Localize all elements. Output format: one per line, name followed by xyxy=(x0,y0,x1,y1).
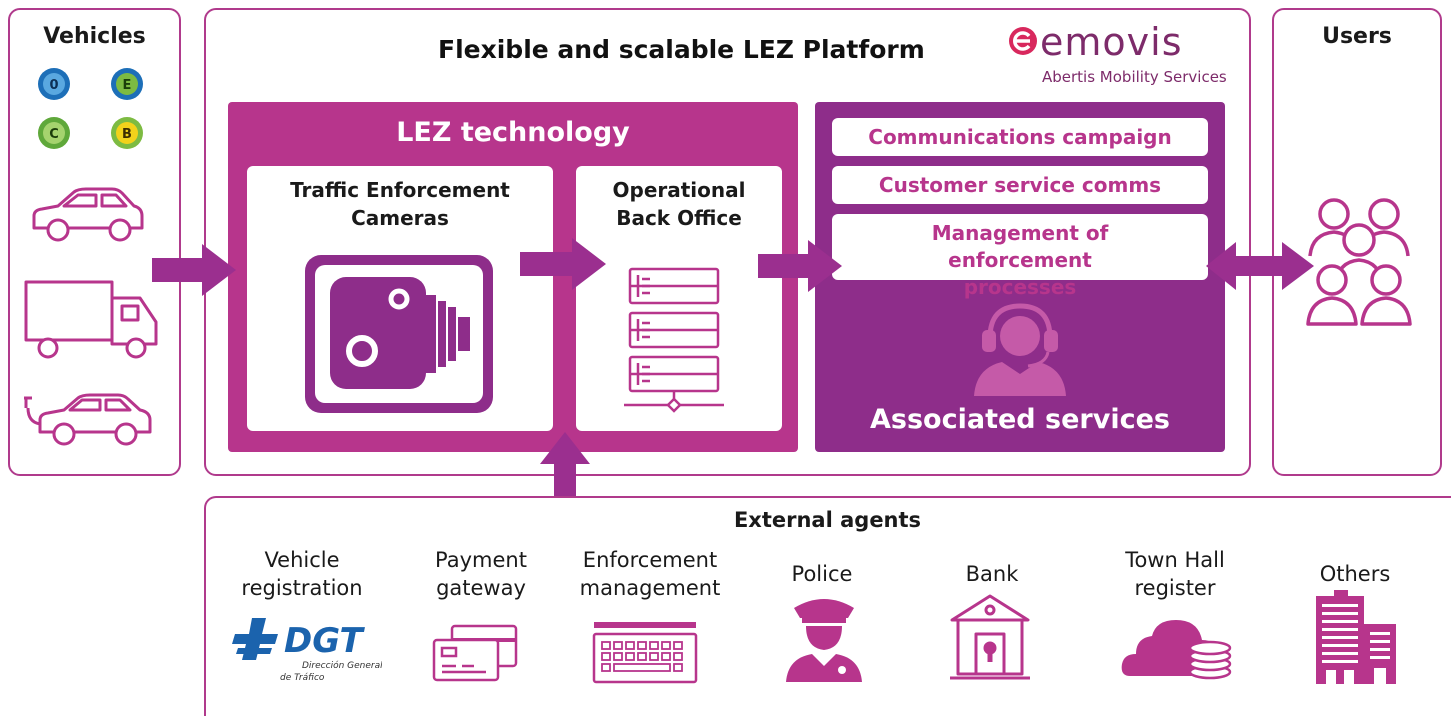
service-enforcement-processes: Management of enforcement processes xyxy=(832,214,1208,299)
agent-town-hall-label: Town Hall register xyxy=(1125,548,1225,600)
users-group-icon xyxy=(1300,194,1418,330)
back-office-box xyxy=(576,166,782,431)
emovis-logo: emovis Abertis Mobility Services xyxy=(1008,20,1248,94)
badge-b-label: B xyxy=(122,127,132,142)
bank-icon xyxy=(948,592,1032,682)
dgt-line1: Dirección General xyxy=(302,660,382,671)
agent-police-label: Police xyxy=(791,562,853,586)
emovis-tagline: Abertis Mobility Services xyxy=(1042,68,1227,86)
eco-badge-c: C xyxy=(37,116,71,150)
arrow-cameras-to-backoffice xyxy=(520,238,606,290)
agent-bank-label: Bank xyxy=(965,562,1019,586)
users-title: Users xyxy=(1322,24,1392,49)
car-icon xyxy=(28,184,148,246)
vehicles-title: Vehicles xyxy=(43,24,146,49)
keyboard-icon xyxy=(590,620,700,684)
platform-title: Flexible and scalable LEZ Platform xyxy=(438,35,925,64)
emovis-brand: emovis xyxy=(1040,20,1183,64)
electric-car-icon xyxy=(22,390,158,450)
agent-vehicle-registration-label: Vehicle registration xyxy=(241,548,363,600)
dgt-logo: DGT Dirección General de Tráfico xyxy=(232,614,382,686)
dgt-line2: de Tráfico xyxy=(280,673,325,683)
payment-cards-icon xyxy=(430,622,520,684)
badge-eco-label: E xyxy=(123,78,132,93)
service-communications-campaign: Communications campaign xyxy=(832,118,1208,156)
emovis-logo-mark xyxy=(1009,27,1037,55)
eco-badge-b: B xyxy=(110,116,144,150)
cameras-title: Traffic Enforcement Cameras xyxy=(290,178,510,230)
back-office-title: Operational Back Office xyxy=(612,178,746,230)
agent-enforcement-management-label: Enforcement management xyxy=(579,548,721,600)
badge-c-label: C xyxy=(49,127,59,142)
dgt-name: DGT xyxy=(284,621,366,661)
building-icon xyxy=(1310,588,1402,684)
headset-operator-icon xyxy=(968,292,1072,396)
truck-icon xyxy=(22,278,162,364)
eco-badge-eco: E xyxy=(110,67,144,101)
cloud-coins-icon xyxy=(1120,610,1236,680)
camera-icon xyxy=(305,255,493,413)
arrow-services-users xyxy=(1206,242,1314,290)
arrow-backoffice-to-services xyxy=(758,240,842,292)
arrow-vehicles-to-cameras xyxy=(152,244,236,296)
agent-others-label: Others xyxy=(1319,562,1391,586)
agent-payment-gateway-label: Payment gateway xyxy=(435,548,527,600)
external-agents-title: External agents xyxy=(733,508,922,532)
service-customer-service-comms: Customer service comms xyxy=(832,166,1208,204)
eco-badge-zero: 0 xyxy=(37,67,71,101)
server-rack-icon xyxy=(624,267,724,413)
lez-technology-title: LEZ technology xyxy=(396,117,630,148)
badge-zero-label: 0 xyxy=(49,78,58,93)
vehicles-panel xyxy=(8,8,181,476)
police-icon xyxy=(784,592,864,682)
associated-services-title: Associated services xyxy=(870,404,1170,435)
